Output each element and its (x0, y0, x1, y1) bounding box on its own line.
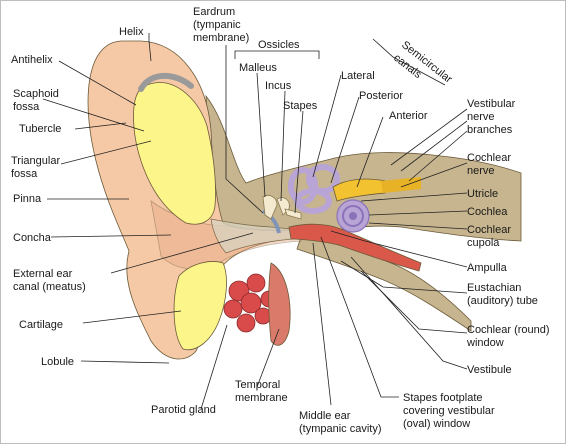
label-eustachian-2: (auditory) tube (467, 295, 538, 307)
label-eustachian-1: Eustachian (467, 282, 521, 294)
label-external-canal-1: External ear (13, 268, 73, 280)
label-lobule: Lobule (41, 356, 74, 368)
canal-cartilage (173, 261, 227, 351)
label-cartilage: Cartilage (19, 319, 63, 331)
cochlea-spiral (336, 199, 370, 233)
labels: Helix Eardrum (tympanic membrane) Ossicl… (11, 6, 550, 435)
label-incus: Incus (265, 80, 292, 92)
nerve-bundle (381, 177, 421, 193)
semicircular-canals (288, 164, 340, 214)
label-round-window-1: Cochlear (round) (467, 324, 550, 336)
label-middle-ear-2: (tympanic cavity) (299, 423, 382, 435)
label-vestibule: Vestibule (467, 364, 512, 376)
label-triangular-2: fossa (11, 168, 38, 180)
leader-lines (42, 33, 468, 410)
label-stapes-footplate-3: (oval) window (403, 418, 470, 430)
label-tubercle: Tubercle (19, 123, 61, 135)
pinna-cartilage (133, 82, 216, 225)
label-temporal-1: Temporal (235, 379, 280, 391)
label-external-canal-2: canal (meatus) (13, 281, 86, 293)
vestibular-nerve (332, 178, 387, 202)
parotid-gland (223, 273, 278, 333)
malleus-bone (262, 195, 278, 220)
label-malleus: Malleus (239, 62, 277, 74)
label-stapes-footplate-1: Stapes footplate (403, 392, 483, 404)
label-eardrum-3: membrane) (193, 32, 249, 44)
label-posterior: Posterior (359, 90, 403, 102)
label-stapes-footplate-2: covering vestibular (403, 405, 495, 417)
ear-canal (210, 218, 294, 254)
label-ampulla: Ampulla (467, 262, 508, 274)
label-cochlear-cupola-1: Cochlear (467, 224, 511, 236)
label-vestibular-nerve-3: branches (467, 124, 513, 136)
label-round-window-2: window (466, 337, 504, 349)
label-lateral: Lateral (341, 70, 375, 82)
label-ossicles: Ossicles (258, 39, 300, 51)
label-pinna: Pinna (13, 193, 42, 205)
label-eardrum-1: Eardrum (193, 6, 235, 18)
label-scaphoid-1: Scaphoid (13, 88, 59, 100)
label-scaphoid-2: fossa (13, 101, 40, 113)
label-anterior: Anterior (389, 110, 428, 122)
label-middle-ear-1: Middle ear (299, 410, 351, 422)
label-vestibular-nerve-1: Vestibular (467, 98, 516, 110)
label-vestibular-nerve-2: nerve (467, 111, 495, 123)
label-triangular-1: Triangular (11, 155, 60, 167)
label-antihelix: Antihelix (11, 54, 53, 66)
label-concha: Concha (13, 232, 52, 244)
label-temporal-2: membrane (235, 392, 288, 404)
helix-rim (138, 72, 194, 92)
label-cochlear-nerve-2: nerve (467, 165, 495, 177)
label-cochlear-nerve-1: Cochlear (467, 152, 511, 164)
label-parotid: Parotid gland (151, 404, 216, 416)
label-utricle: Utricle (467, 188, 498, 200)
stapes-bone (284, 208, 302, 220)
label-stapes: Stapes (283, 100, 318, 112)
temporal-muscle (268, 262, 291, 346)
label-eardrum-2: (tympanic (193, 19, 241, 31)
label-helix: Helix (119, 26, 144, 38)
label-cochlea: Cochlea (467, 206, 508, 218)
label-cochlear-cupola-2: cupola (467, 237, 500, 249)
